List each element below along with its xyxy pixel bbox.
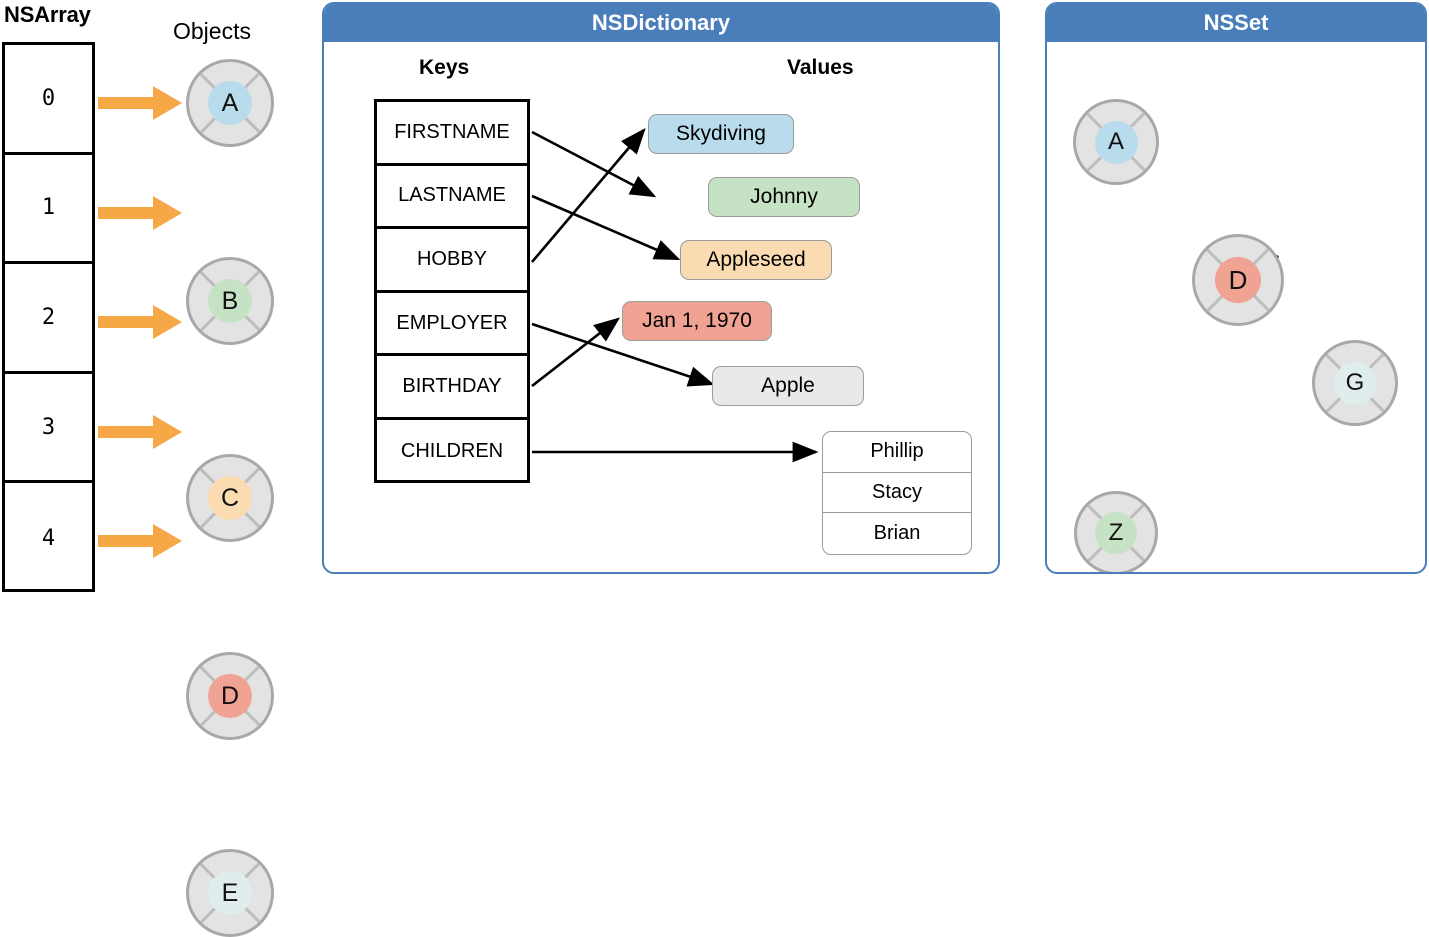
- array-arrow-0-icon: [98, 86, 182, 120]
- child-row-phillip[interactable]: Phillip: [823, 432, 971, 473]
- key-row-children[interactable]: CHILDREN: [400, 440, 504, 463]
- nsset-title: NSSet: [1047, 4, 1425, 42]
- array-row-3[interactable]: 3: [5, 374, 92, 484]
- set-object-Z[interactable]: Z: [1074, 491, 1158, 572]
- nsdictionary-title: NSDictionary: [324, 4, 998, 42]
- set-object-A[interactable]: A: [1073, 99, 1159, 185]
- object-core-A: A: [1094, 120, 1138, 164]
- value-pill-skydiving[interactable]: Skydiving: [648, 114, 794, 154]
- object-core-B: B: [208, 279, 252, 323]
- array-row-1[interactable]: 1: [5, 155, 92, 265]
- array-row-4[interactable]: 4: [41, 525, 56, 551]
- array-arrow-4-icon: [98, 524, 182, 558]
- array-row-0[interactable]: 0: [5, 45, 92, 155]
- array-object-E[interactable]: E: [186, 849, 274, 937]
- object-core-Z: Z: [1095, 512, 1137, 554]
- set-object-G[interactable]: G: [1312, 340, 1398, 426]
- key-row-hobby[interactable]: HOBBY: [377, 229, 527, 293]
- array-arrow-2-icon: [98, 305, 182, 339]
- values-column-header: Values: [787, 56, 854, 79]
- key-row-birthday[interactable]: BIRTHDAY: [377, 356, 527, 420]
- value-pill-johnny[interactable]: Johnny: [708, 177, 860, 217]
- nsset-panel: NSSet Objects A D G Z B H C F E: [1045, 2, 1427, 574]
- set-object-D[interactable]: D: [1192, 234, 1284, 326]
- keys-column-header: Keys: [419, 56, 470, 79]
- value-pill-appleseed[interactable]: Appleseed: [680, 240, 832, 280]
- child-row-brian[interactable]: Brian: [873, 521, 921, 544]
- object-core-A: A: [208, 81, 252, 125]
- array-arrow-3-icon: [98, 415, 182, 449]
- child-row-stacy[interactable]: Stacy: [823, 473, 971, 513]
- array-object-C[interactable]: C: [186, 454, 274, 542]
- key-row-firstname[interactable]: FIRSTNAME: [377, 102, 527, 166]
- key-row-lastname[interactable]: LASTNAME: [377, 166, 527, 230]
- value-pill-apple[interactable]: Apple: [712, 366, 864, 406]
- value-pill-birthday[interactable]: Jan 1, 1970: [622, 301, 772, 341]
- object-core-D: D: [1215, 257, 1261, 303]
- object-core-C: C: [208, 476, 252, 520]
- array-object-D[interactable]: D: [186, 652, 274, 740]
- array-arrow-1-icon: [98, 196, 182, 230]
- object-core-D: D: [208, 674, 252, 718]
- nsarray-objects-label: Objects: [173, 18, 251, 44]
- nsarray-table: 0 1 2 3 4: [2, 42, 95, 592]
- array-object-B[interactable]: B: [186, 257, 274, 345]
- children-list-box: Phillip Stacy Brian: [822, 431, 972, 555]
- key-row-employer[interactable]: EMPLOYER: [377, 293, 527, 357]
- object-core-E: E: [208, 871, 252, 915]
- array-row-2[interactable]: 2: [5, 264, 92, 374]
- nsdictionary-panel: NSDictionary Keys Values FIRSTNAME LASTN…: [322, 2, 1000, 574]
- array-object-A[interactable]: A: [186, 59, 274, 147]
- object-core-G: G: [1333, 361, 1377, 405]
- nsarray-title: NSArray: [4, 2, 91, 27]
- keys-table: FIRSTNAME LASTNAME HOBBY EMPLOYER BIRTHD…: [374, 99, 530, 483]
